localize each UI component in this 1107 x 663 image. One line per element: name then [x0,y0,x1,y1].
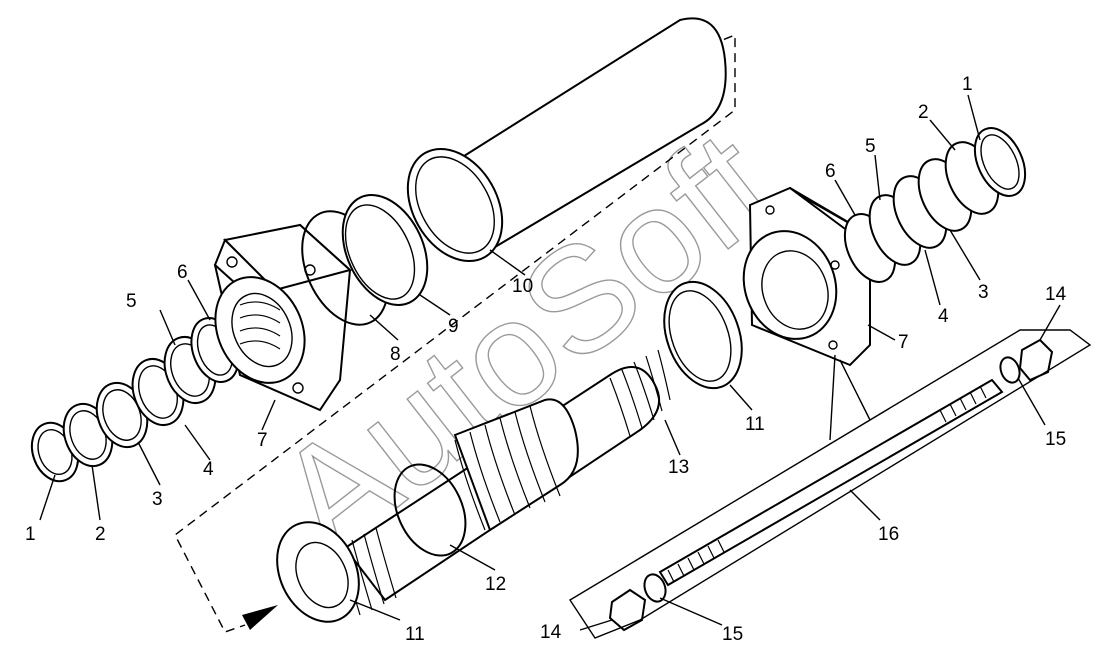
assembly-dashed-path [174,33,736,633]
callout-15-bottom: 15 [722,624,743,645]
callout-2-left: 2 [95,524,106,545]
callout-3-right: 3 [978,282,989,303]
callout-7-right: 7 [898,332,909,353]
callout-8: 8 [390,344,401,365]
right-spring-stack [843,127,1027,283]
tie-rod-16 [658,378,1004,587]
tube-10 [406,17,727,263]
left-flange-block [213,223,353,412]
callout-5-right: 5 [865,136,876,157]
callout-14-top: 14 [1045,284,1067,305]
callout-5-left: 5 [126,291,137,312]
right-flange-block [742,186,873,367]
nut-14-top [1018,338,1054,382]
callout-11-bottom: 11 [405,624,425,645]
callout-3-left: 3 [152,489,163,510]
callouts: 1 2 3 4 5 6 7 8 9 10 11 11 12 13 1 2 3 4… [25,74,1067,645]
washer-15-top [999,356,1021,384]
left-spring-stack [30,317,240,483]
ring-12 [393,463,467,557]
callout-4-left: 4 [203,459,214,480]
callout-2-right: 2 [918,102,929,123]
shaft-13 [276,349,671,623]
washer-15-bottom [643,573,667,603]
callout-15-top: 15 [1045,429,1066,450]
nut-14-bottom [608,588,647,632]
callout-14-bottom: 14 [540,622,562,643]
callout-7-left: 7 [257,430,268,451]
callout-16: 16 [878,524,899,545]
callout-9: 9 [448,316,459,337]
callout-6-left: 6 [177,262,188,283]
callout-13: 13 [668,457,689,478]
callout-1-left: 1 [25,524,36,545]
callout-11-top: 11 [745,414,765,435]
seal-ring-9 [341,194,429,306]
callout-12: 12 [485,574,506,595]
callout-10: 10 [512,276,533,297]
callout-4-right: 4 [938,306,949,327]
ring-11-top [663,280,743,390]
callout-1-right: 1 [962,74,973,95]
rod-enclosure-outline [569,329,1092,639]
leader-lines [39,94,1061,631]
assembly-arrow [242,605,278,630]
callout-6-right: 6 [825,161,836,182]
